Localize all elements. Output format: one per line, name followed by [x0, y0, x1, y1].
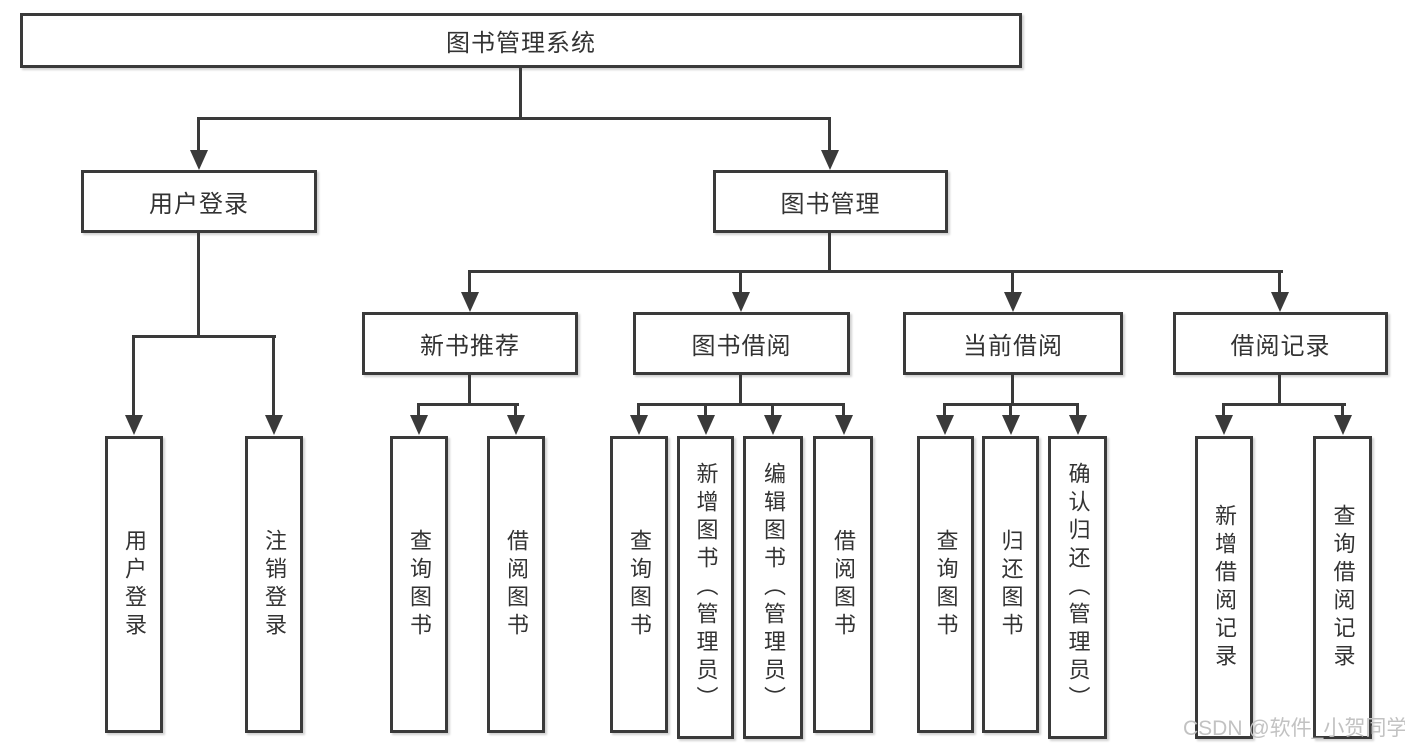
- node-current-borrow: 当前借阅: [903, 312, 1123, 375]
- connector-leaf-stem: [943, 403, 946, 417]
- connector-leaf-stem: [514, 403, 517, 417]
- connector-book-mgmt-down: [828, 233, 831, 273]
- connector-l3-stem: [1011, 270, 1014, 294]
- leaf-edit-book-admin: 编辑图书（管理员）: [743, 436, 803, 739]
- connector-leaf-stem: [132, 335, 135, 417]
- connector-leaf-stem: [1076, 403, 1079, 417]
- node-user-login-label: 用户登录: [149, 191, 249, 218]
- leaf-label: 查询图书: [933, 528, 959, 641]
- connector-l3-stem: [1278, 270, 1281, 294]
- arrow-down-icon: [764, 415, 782, 435]
- leaf-label: 注销登录: [262, 528, 287, 641]
- connector-leaf-stem: [1222, 403, 1225, 417]
- arrow-down-icon: [265, 415, 283, 435]
- connector-stem: [1011, 375, 1014, 405]
- connector-leaf-stem: [417, 403, 420, 417]
- leaf-query-books-recommend: 查询图书: [390, 436, 448, 733]
- node-book-borrow-label: 图书借阅: [691, 333, 792, 360]
- leaf-user-login: 用户登录: [105, 436, 163, 733]
- leaf-add-book-admin: 新增图书（管理员）: [677, 436, 734, 739]
- leaf-label: 查询借阅记录: [1330, 503, 1356, 672]
- arrow-down-icon: [1334, 415, 1352, 435]
- connector-stem: [468, 375, 471, 405]
- node-borrow-records: 借阅记录: [1173, 312, 1388, 375]
- connector-user-login-stem: [197, 117, 200, 153]
- connector-level3-horizontal: [468, 270, 1283, 273]
- connector-leaf-stem: [272, 335, 275, 417]
- arrow-down-icon: [125, 415, 143, 435]
- leaf-add-borrow-record: 新增借阅记录: [1195, 436, 1253, 739]
- leaf-query-books-current: 查询图书: [917, 436, 974, 733]
- arrow-down-icon: [461, 292, 479, 312]
- node-book-management: 图书管理: [713, 170, 948, 233]
- connector-l3-stem: [468, 270, 471, 294]
- arrow-down-icon: [821, 150, 839, 170]
- connector-horizontal: [417, 403, 519, 406]
- connector-leaf-stem: [704, 403, 707, 417]
- csdn-watermark: CSDN @软件_小贺同学: [1183, 717, 1405, 740]
- connector-root-stem: [519, 68, 522, 119]
- connector-level1-horizontal: [197, 117, 831, 120]
- leaf-label: 编辑图书（管理员）: [761, 461, 786, 714]
- leaf-label: 用户登录: [122, 528, 147, 641]
- leaf-label: 确认归还（管理员）: [1065, 461, 1091, 714]
- connector-leaf-stem: [637, 403, 640, 417]
- leaf-label: 查询图书: [407, 528, 432, 641]
- node-borrow-records-label: 借阅记录: [1230, 333, 1331, 360]
- arrow-down-icon: [1215, 415, 1233, 435]
- connector-stem: [1278, 375, 1281, 405]
- leaf-label: 归还图书: [998, 528, 1024, 641]
- connector-horizontal: [637, 403, 845, 406]
- leaf-label: 借阅图书: [504, 528, 529, 641]
- arrow-down-icon: [190, 150, 208, 170]
- node-current-borrow-label: 当前借阅: [963, 333, 1063, 360]
- connector-horizontal: [1222, 403, 1346, 406]
- arrow-down-icon: [697, 415, 715, 435]
- leaf-label: 新增借阅记录: [1212, 503, 1237, 672]
- leaf-query-borrow-record: 查询借阅记录: [1313, 436, 1372, 739]
- leaf-query-books-borrow: 查询图书: [610, 436, 668, 733]
- node-user-login: 用户登录: [81, 170, 317, 233]
- arrow-down-icon: [1069, 415, 1087, 435]
- arrow-down-icon: [1004, 292, 1022, 312]
- arrow-down-icon: [410, 415, 428, 435]
- leaf-confirm-return-admin: 确认归还（管理员）: [1048, 436, 1107, 739]
- connector-user-login-down: [197, 233, 200, 337]
- leaf-label: 查询图书: [627, 528, 652, 641]
- leaf-label: 借阅图书: [831, 528, 856, 641]
- leaf-logout: 注销登录: [245, 436, 303, 733]
- node-book-management-label: 图书管理: [780, 191, 881, 218]
- leaf-label: 新增图书（管理员）: [693, 461, 719, 714]
- connector-leaf-stem: [842, 403, 845, 417]
- node-root: 图书管理系统: [20, 13, 1022, 68]
- connector-stem: [739, 375, 742, 405]
- node-root-label: 图书管理系统: [446, 30, 596, 57]
- connector-book-mgmt-stem: [828, 117, 831, 153]
- leaf-return-book: 归还图书: [982, 436, 1039, 733]
- leaf-borrow-books: 借阅图书: [813, 436, 873, 733]
- connector-l3-stem: [739, 270, 742, 294]
- arrow-down-icon: [1002, 415, 1020, 435]
- arrow-down-icon: [630, 415, 648, 435]
- leaf-borrow-books-recommend: 借阅图书: [487, 436, 545, 733]
- node-new-book-recommend-label: 新书推荐: [420, 333, 520, 360]
- arrow-down-icon: [732, 292, 750, 312]
- arrow-down-icon: [507, 415, 525, 435]
- connector-leaf-stem: [1009, 403, 1012, 417]
- node-book-borrow: 图书借阅: [633, 312, 850, 375]
- connector-user-login-horizontal: [132, 335, 276, 338]
- arrow-down-icon: [936, 415, 954, 435]
- connector-leaf-stem: [771, 403, 774, 417]
- connector-leaf-stem: [1341, 403, 1344, 417]
- arrow-down-icon: [835, 415, 853, 435]
- arrow-down-icon: [1271, 292, 1289, 312]
- node-new-book-recommend: 新书推荐: [362, 312, 578, 375]
